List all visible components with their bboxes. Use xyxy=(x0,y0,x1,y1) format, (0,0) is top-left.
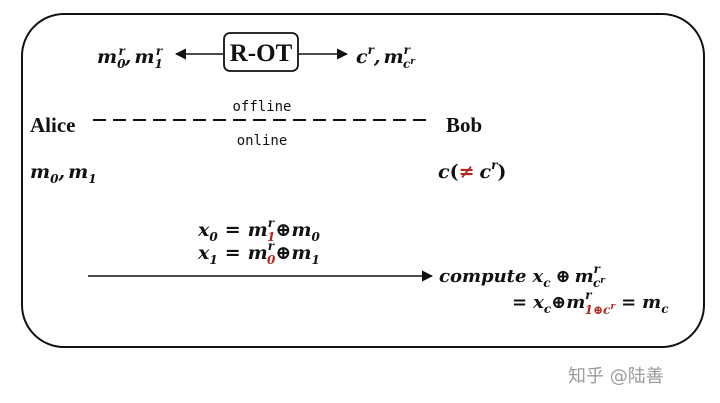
svg-text:m0r,m1r: m0r,m1r xyxy=(97,44,164,71)
alice-label: Alice xyxy=(30,113,75,137)
svg-text:=xc⊕mr1⊕cr=mc: =xc⊕mr1⊕cr=mc xyxy=(512,288,669,317)
outer-frame xyxy=(21,13,705,348)
alice-messages: m0,m1 xyxy=(30,161,97,186)
offline-label: offline xyxy=(232,99,291,115)
bob-label: Bob xyxy=(446,113,482,137)
rot-box-label: R-OT xyxy=(230,40,293,67)
svg-text:c(≠cr): c(≠cr) xyxy=(438,158,506,183)
svg-text:x1=mr0⊕m1: x1=mr0⊕m1 xyxy=(197,239,320,267)
svg-text:x0=mr1⊕m0: x0=mr1⊕m0 xyxy=(197,216,320,244)
random-messages-left: m0r,m1r xyxy=(97,44,164,71)
svg-text:m0,m1: m0,m1 xyxy=(30,161,97,186)
online-label: online xyxy=(237,133,288,149)
rot-box xyxy=(223,32,299,72)
bob-choice: c(≠cr) xyxy=(438,158,506,183)
watermark: 知乎 @陆善 xyxy=(568,366,664,387)
